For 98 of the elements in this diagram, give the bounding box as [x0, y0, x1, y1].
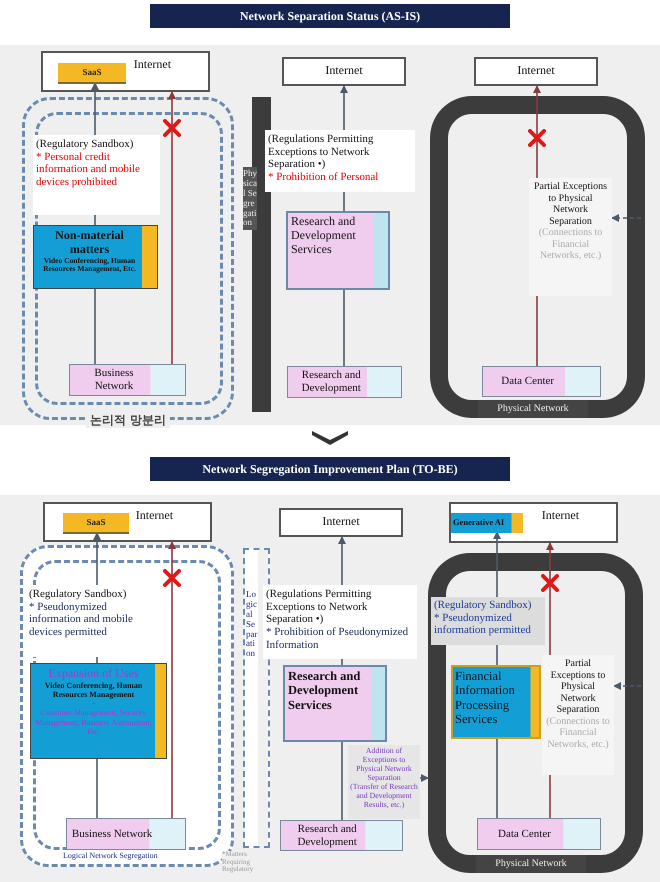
- connector-line: [341, 659, 343, 665]
- internet-box: [282, 57, 406, 86]
- zone-label: Logical Network Segregation: [63, 850, 158, 860]
- node-text: Data Center: [497, 828, 552, 840]
- node-text: (Connections to Financial Networks, etc.): [538, 227, 604, 262]
- node-text: Research and Development: [296, 822, 358, 848]
- connector-line: [341, 742, 343, 820]
- service-tag: [58, 63, 126, 84]
- node-text: Generative AI: [453, 518, 504, 528]
- network-box: [287, 366, 402, 398]
- connector-arrow: [613, 682, 641, 690]
- connector-arrow: [91, 82, 99, 135]
- node-text: SaaS: [82, 67, 102, 78]
- connector-line: [496, 645, 498, 665]
- node-text: Internet: [321, 515, 361, 529]
- note-box: [529, 178, 612, 296]
- node-text: * Prohibition of Pseudonymized Information: [266, 626, 410, 652]
- network-box: [69, 364, 186, 396]
- connector-line: [94, 215, 96, 225]
- node-text: Video Conferencing, Human Resources Management: [44, 680, 144, 700]
- connector-arrow: [338, 536, 346, 585]
- service-box: [286, 211, 390, 290]
- section-heading: Network Segregation Improvement Plan (TO-BE): [150, 457, 510, 481]
- node-text: Financial Information Processing Services: [455, 669, 516, 726]
- node-text: Partial Exceptions to Physical Network Separation: [550, 658, 606, 716]
- note-box: [265, 130, 415, 192]
- node-text: Business Network: [71, 828, 154, 840]
- zone-label: 논리적 망분리: [86, 414, 170, 428]
- connector-arrow: [93, 532, 101, 585]
- node-text: * Personal credit information and mobile devices prohibited: [36, 150, 141, 189]
- node-text: (Regulatory Sandbox): [29, 588, 128, 601]
- node-text: Research and Development Services: [288, 669, 362, 712]
- connector-line: [536, 296, 538, 366]
- node-text: (Regulations Permitting Exceptions to Network Separation •): [266, 588, 372, 626]
- node-text: (Regulatory Sandbox): [434, 599, 532, 612]
- service-tag: [63, 513, 129, 534]
- node-text: Internet: [136, 509, 174, 523]
- connector-line: [96, 657, 98, 663]
- connector-line: [343, 290, 345, 366]
- ring-label: Physical Network: [476, 855, 586, 873]
- node-text: Expansion of Uses: [48, 667, 138, 681]
- vertical-label: Physical Segregation: [243, 167, 257, 230]
- node-text: Data Center: [500, 375, 556, 388]
- note-box: [431, 597, 545, 645]
- connector-line: [549, 775, 551, 818]
- node-text: Non-material matters: [54, 229, 125, 257]
- service-box: [30, 663, 167, 759]
- internet-box: [43, 502, 212, 542]
- note-box: [348, 745, 420, 819]
- note-box: [33, 135, 160, 215]
- node-text: Internet: [516, 64, 556, 78]
- note-box: [263, 585, 417, 659]
- node-text: Internet: [542, 509, 580, 523]
- vertical-label: Logical Separation: [246, 590, 258, 660]
- connector-arrow: [420, 774, 429, 782]
- service-box: [33, 225, 158, 289]
- node-text: Customer Management, Security Management, Business Automation, Etc.: [34, 708, 152, 736]
- connector-arrow: [533, 85, 541, 178]
- service-box: [283, 665, 387, 742]
- connector-arrow: [611, 214, 641, 222]
- internet-box: [474, 57, 598, 86]
- connector-line: [496, 739, 498, 818]
- node-text: Research and Development: [300, 369, 362, 395]
- node-text: Research and Development Services: [291, 215, 357, 256]
- node-text: Internet: [134, 58, 172, 72]
- connector-arrow: [546, 542, 554, 655]
- node-text: SaaS: [86, 517, 106, 528]
- network-box: [482, 366, 601, 397]
- service-tag: [451, 513, 523, 533]
- network-box: [66, 818, 186, 850]
- connector-line: [343, 192, 345, 211]
- node-text: (Connections to Financial Networks, etc.): [545, 716, 611, 750]
- internet-box: [41, 51, 210, 92]
- node-text: (Regulatory Sandbox): [36, 138, 134, 151]
- ring-label: Physical Network: [478, 400, 588, 418]
- node-text: * Prohibition of Personal: [268, 170, 380, 184]
- node-text: * Pseudonymized information and mobile devices permitted: [29, 600, 134, 639]
- connector-arrow: [168, 91, 176, 364]
- node-text: Partial Exceptions to Physical Network Separation: [532, 181, 608, 227]
- service-box: [451, 665, 541, 739]
- internet-box: [449, 502, 618, 543]
- node-text: (Regulations Permitting Exceptions to Network Separation •): [268, 133, 374, 171]
- section-heading: Network Separation Status (AS-IS): [150, 4, 510, 28]
- connector-arrow: [168, 541, 176, 818]
- node-text: Business Network: [93, 367, 135, 393]
- connector-arrow: [493, 531, 501, 597]
- connector-line: [94, 289, 96, 364]
- note-box: [542, 655, 614, 775]
- network-box: [280, 820, 403, 851]
- connector-line: [96, 759, 98, 818]
- network-box: [477, 818, 601, 850]
- node-text: * Pseudonymized information permitted: [434, 612, 532, 637]
- internet-box: [279, 508, 403, 537]
- node-text: Internet: [324, 64, 364, 78]
- node-text: +: [91, 699, 96, 708]
- physical-network-ring: [428, 553, 643, 873]
- physical-network-ring: [430, 96, 645, 418]
- connector-arrow: [340, 85, 348, 130]
